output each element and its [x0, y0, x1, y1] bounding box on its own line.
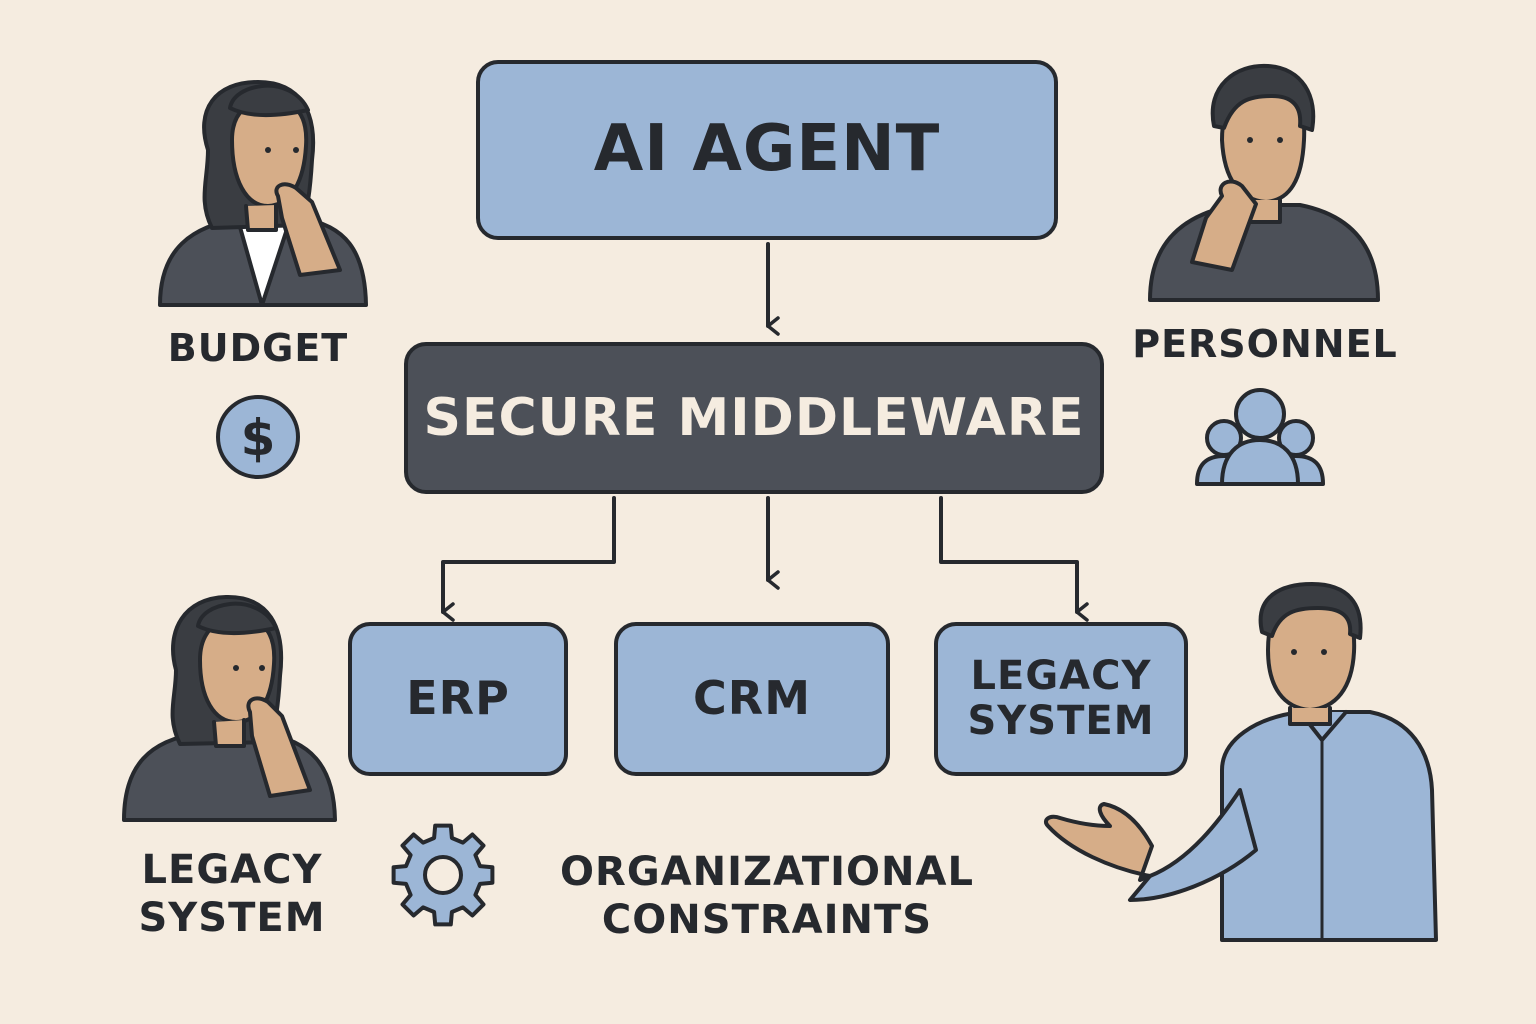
legacy-system-box: LEGACY SYSTEM — [934, 622, 1188, 776]
arrow-middleware-to-erp — [441, 496, 616, 622]
person-budget-woman — [158, 80, 368, 307]
dollar-sign: $ — [241, 409, 276, 467]
people-group-icon — [1195, 388, 1325, 486]
ai-agent-label: AI AGENT — [593, 112, 941, 187]
legacy-system-box-label: LEGACY SYSTEM — [967, 653, 1155, 744]
dollar-coin-icon: $ — [216, 395, 300, 479]
gear-hole — [423, 855, 463, 895]
person-legacy-woman — [122, 594, 337, 822]
budget-label: BUDGET — [167, 326, 349, 370]
crm-box: CRM — [614, 622, 890, 776]
ai-agent-box: AI AGENT — [476, 60, 1058, 240]
erp-box: ERP — [348, 622, 568, 776]
erp-label: ERP — [406, 671, 510, 726]
personnel-label: PERSONNEL — [1132, 322, 1398, 366]
person-personnel-man — [1148, 63, 1380, 302]
secure-middleware-box: SECURE MIDDLEWARE — [404, 342, 1104, 494]
secure-middleware-label: SECURE MIDDLEWARE — [423, 387, 1085, 448]
arrow-middleware-to-legacy — [939, 496, 1089, 622]
connectors — [441, 242, 1089, 622]
person-presenting-man — [1043, 582, 1438, 942]
legacy-system-label: LEGACY SYSTEM — [138, 847, 326, 941]
organizational-constraints-label: ORGANIZATIONAL CONSTRAINTS — [560, 849, 974, 943]
gear-icon — [391, 823, 495, 927]
crm-label: CRM — [693, 671, 811, 726]
